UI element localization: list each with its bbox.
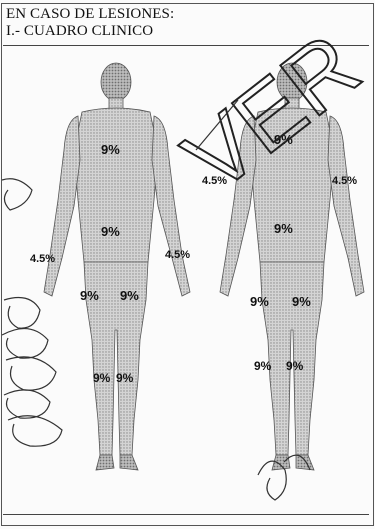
front-chest-label: 9% xyxy=(101,142,120,157)
front-right-thigh-label: 9% xyxy=(80,288,99,303)
front-left-arm-label: 4.5% xyxy=(165,249,190,261)
back-right-leg-label: 9% xyxy=(286,359,304,373)
back-lower-label: 9% xyxy=(274,221,293,236)
back-right-arm-label: 4.5% xyxy=(332,175,357,187)
back-right-thigh-label: 9% xyxy=(292,294,311,309)
back-left-leg-label: 9% xyxy=(254,359,272,373)
front-abdomen-label: 9% xyxy=(101,224,120,239)
front-left-thigh-label: 9% xyxy=(120,288,139,303)
front-body-figure xyxy=(44,63,190,470)
front-left-leg-label: 9% xyxy=(116,371,134,385)
back-left-thigh-label: 9% xyxy=(250,294,269,309)
front-right-arm-label: 4.5% xyxy=(30,253,55,265)
front-right-leg-label: 9% xyxy=(93,371,111,385)
